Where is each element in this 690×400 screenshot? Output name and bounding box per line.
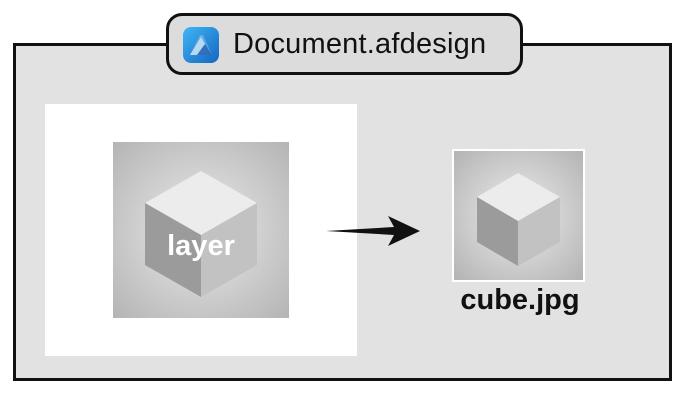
document-tab[interactable]: Document.afdesign	[166, 13, 523, 75]
document-title: Document.afdesign	[233, 28, 487, 60]
arrow-right-icon	[326, 216, 420, 246]
layer-label: layer	[167, 230, 235, 262]
layer-thumbnail[interactable]	[113, 142, 289, 318]
cube-icon	[145, 171, 257, 297]
exported-image-thumbnail[interactable]	[452, 149, 585, 282]
cube-icon	[477, 173, 560, 266]
affinity-designer-icon	[183, 27, 219, 63]
exported-file-name: cube.jpg	[460, 284, 580, 316]
